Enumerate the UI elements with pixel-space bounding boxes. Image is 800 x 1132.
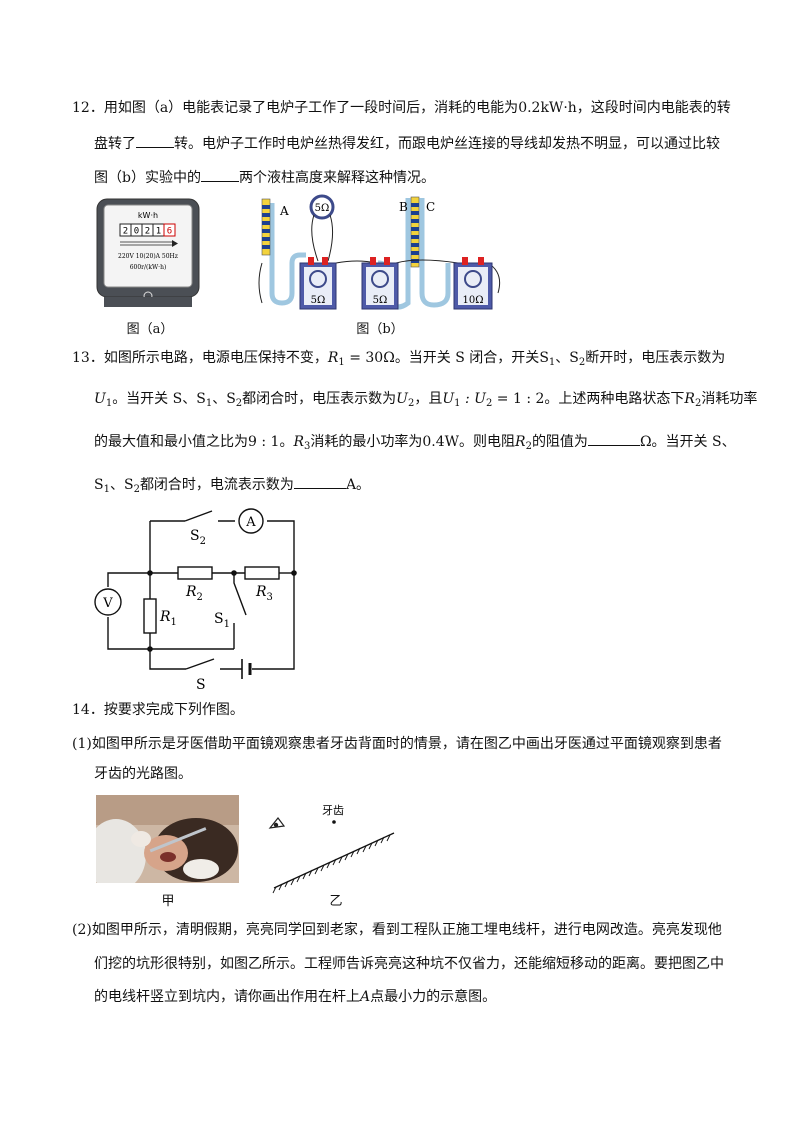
q14-p1-line-1: (1)如图甲所示是牙医借助平面镜观察患者牙齿背面时的情景，请在图乙中画出牙医通过…: [72, 736, 722, 752]
q14-p1-line-2: 牙齿的光路图。: [94, 766, 192, 782]
meter-unit: kW·h: [138, 211, 158, 220]
r1-label: R1: [159, 609, 177, 628]
svg-text:2: 2: [145, 227, 150, 237]
svg-text:5Ω: 5Ω: [373, 295, 388, 306]
box-2: 5Ω: [361, 257, 399, 310]
dentist-photo: [96, 795, 239, 883]
answer-blank[interactable]: [293, 474, 346, 489]
q14-p2-line-3: 的电线杆竖立到坑内，请你画出作用在杆上A点最小力的示意图。: [94, 989, 497, 1005]
q14-line-title: 14．按要求完成下列作图。: [72, 702, 244, 718]
mirror-diagram: 牙齿: [268, 804, 395, 894]
caption-a: 图（a）: [126, 322, 174, 337]
box-1: 5Ω: [299, 257, 337, 310]
svg-text:6: 6: [167, 227, 172, 237]
box-3: 10Ω: [453, 257, 493, 310]
svg-text:10Ω: 10Ω: [462, 295, 483, 306]
q13-line-3: 的最大值和最小值之比为9 : 1。R3消耗的最小功率为0.4W。则电阻R2的阻值…: [94, 431, 736, 452]
plane-mirror: [272, 832, 395, 894]
switch-s1-label: S1: [214, 611, 230, 630]
label-B: B: [399, 200, 408, 214]
resistor-top-label: 5Ω: [315, 203, 330, 214]
r3-label: R3: [255, 584, 273, 603]
q13-line-1: 13．如图所示电路，电源电压保持不变，R1 = 30Ω。当开关 S 闭合，开关S…: [72, 350, 726, 368]
q13-line-2: U1。当开关 S、S1、S2都闭合时，电压表示数为U2，且U1 : U2 = 1…: [94, 391, 758, 409]
q12-line-3: 图（b）实验中的两个液柱高度来解释这种情况。: [94, 167, 435, 188]
voltmeter-label: V: [102, 596, 113, 611]
caption-jia: 甲: [161, 894, 175, 909]
switch-s-label: S: [196, 677, 206, 693]
label-A: A: [279, 204, 289, 218]
q14-p2-line-2: 们挖的坑形很特别，如图乙所示。工程师告诉亮亮这种坑不仅省力，还能缩短移动的距离。…: [94, 956, 724, 972]
meter-digits: 2 0 2 1 6: [119, 223, 176, 237]
meter-spec: 220V 10(20)A 50Hz: [118, 253, 178, 260]
switch-s2-label: S2: [190, 528, 206, 547]
eye-icon: [268, 817, 286, 829]
joule-heat-experiment-figure: A B C 5Ω 5Ω 5Ω 10Ω: [258, 194, 501, 310]
q12-number: 12．: [72, 100, 104, 116]
q14-number: 14．: [72, 702, 104, 718]
q12-line-1: 12．用如图（a）电能表记录了电炉子工作了一段时间后，消耗的电能为0.2kW·h…: [72, 100, 731, 116]
answer-blank[interactable]: [587, 431, 640, 446]
r2-label: R2: [185, 584, 203, 603]
caption-b: 图（b）: [356, 322, 404, 337]
q12-line-2: 盘转了转。电炉子工作时电炉丝热得发红，而跟电炉丝连接的导线却发热不明显，可以通过…: [94, 133, 720, 154]
tooth-point: [332, 820, 336, 824]
voltmeter: [94, 588, 122, 616]
answer-blank[interactable]: [200, 167, 239, 182]
label-C: C: [426, 200, 435, 214]
tooth-label: 牙齿: [322, 804, 344, 817]
svg-text:5Ω: 5Ω: [311, 295, 326, 306]
q14-p2-line-1: (2)如图甲所示，清明假期，亮亮同学回到老家，看到工程队正施工埋电线杆，进行电网…: [72, 922, 722, 938]
svg-text:1: 1: [156, 227, 161, 237]
q13-number: 13．: [72, 350, 104, 366]
svg-text:2: 2: [123, 227, 128, 237]
energy-meter-figure: kW·h 2 0 2 1 6 220V 10(20)A 50Hz 600r/(k…: [96, 198, 200, 307]
circuit-diagram: A V S2 R2 R3 R1 S1 S: [94, 508, 297, 693]
scale-BC: [410, 196, 420, 268]
meter-rate: 600r/(kW·h): [130, 264, 167, 271]
answer-blank[interactable]: [136, 133, 174, 148]
scale-A: [261, 198, 271, 256]
ammeter: [238, 508, 264, 534]
svg-text:0: 0: [134, 227, 139, 237]
ammeter-label: A: [245, 515, 256, 530]
caption-yi: 乙: [329, 894, 343, 909]
